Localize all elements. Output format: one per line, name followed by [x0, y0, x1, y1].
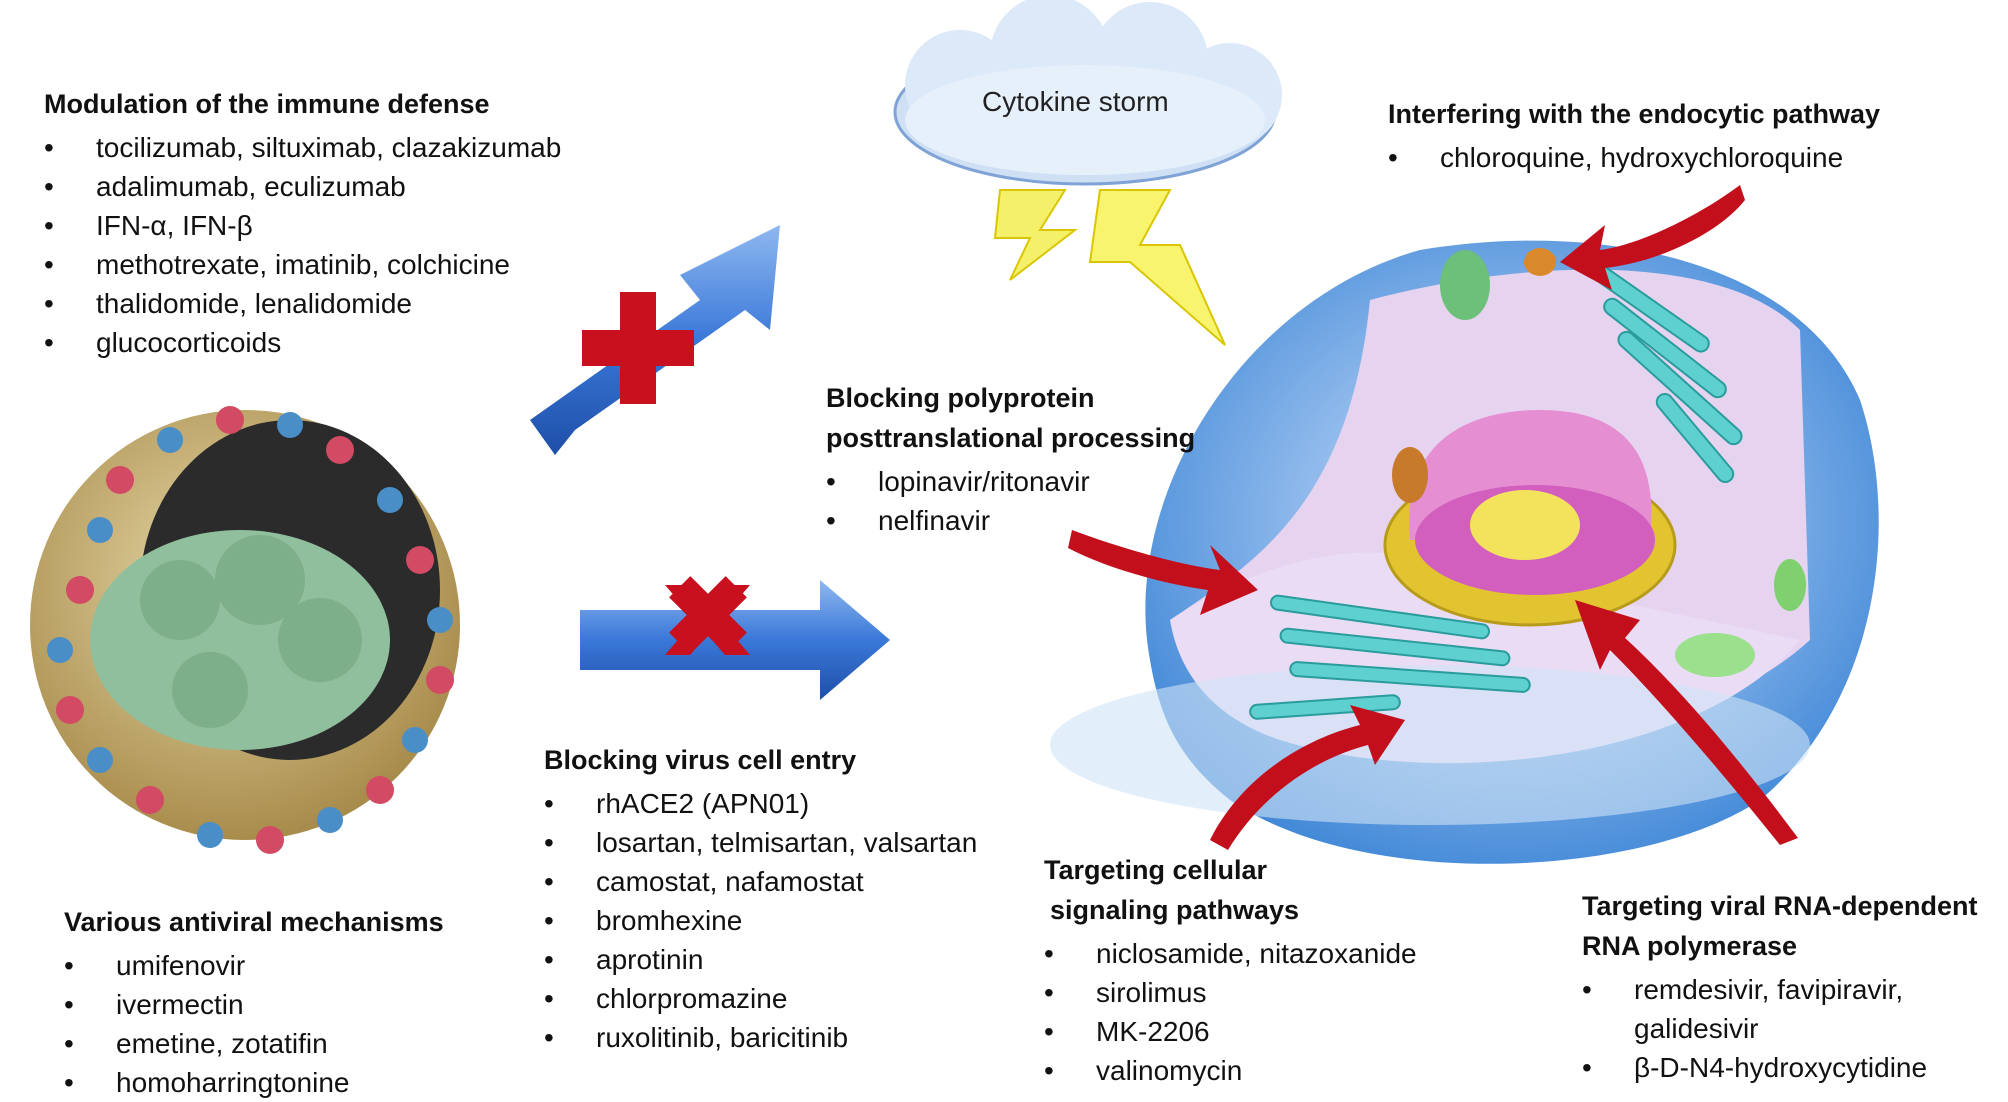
lightning-icon: [993, 189, 1226, 346]
list-item: chlorpromazine: [544, 979, 977, 1018]
list-item: umifenovir: [64, 946, 444, 985]
list-item: camostat, nafamostat: [544, 862, 977, 901]
polyprotein-title-line1: Blocking polyprotein: [826, 383, 1095, 413]
endocytic-block: Interfering with the endocytic pathway c…: [1388, 94, 1880, 177]
red-arrow-icon: [1068, 530, 1258, 615]
rdrp-title: Targeting viral RNA-dependent RNA polyme…: [1582, 886, 2002, 966]
list-item: IFN-α, IFN-β: [44, 206, 561, 245]
rdrp-title-line1: Targeting viral RNA-dependent: [1582, 891, 1978, 921]
red-plus-icon: [582, 292, 694, 404]
polyprotein-title-line2: posttranslational processing: [826, 423, 1196, 453]
list-item: sirolimus: [1044, 973, 1417, 1012]
signaling-title-line2: signaling pathways: [1050, 895, 1300, 925]
immune-defense-block: Modulation of the immune defense tociliz…: [44, 84, 561, 362]
list-item: bromhexine: [544, 901, 977, 940]
list-item: ruxolitinib, baricitinib: [544, 1018, 977, 1057]
list-item: glucocorticoids: [44, 323, 561, 362]
antiviral-mechanisms-title: Various antiviral mechanisms: [64, 907, 444, 937]
signaling-block: Targeting cellular signaling pathways ni…: [1044, 850, 1417, 1090]
cell-illustration: [1050, 240, 1879, 864]
signaling-title-line1: Targeting cellular: [1044, 855, 1268, 885]
list-item: aprotinin: [544, 940, 977, 979]
red-x-icon: [665, 576, 750, 655]
red-arrow-icon: [1560, 185, 1745, 290]
rdrp-title-line2: RNA polymerase: [1582, 931, 1798, 961]
list-item: ivermectin: [64, 985, 444, 1024]
list-item: thalidomide, lenalidomide: [44, 284, 561, 323]
endocytic-title: Interfering with the endocytic pathway: [1388, 99, 1881, 129]
list-item: lopinavir/ritonavir: [826, 462, 1195, 501]
red-arrow-icon: [1575, 600, 1798, 845]
virus-illustration: [30, 406, 460, 854]
list-item: losartan, telmisartan, valsartan: [544, 823, 977, 862]
signaling-title: Targeting cellular signaling pathways: [1044, 850, 1417, 930]
list-item: nelfinavir: [826, 501, 1195, 540]
list-item: MK-2206: [1044, 1012, 1417, 1051]
list-item: rhACE2 (APN01): [544, 784, 977, 823]
list-item: homoharringtonine: [64, 1063, 444, 1102]
list-item: remdesivir, favipiravir, galidesivir: [1582, 970, 1934, 1048]
polyprotein-title: Blocking polyprotein posttranslational p…: [826, 378, 1195, 458]
list-item: β-D-N4-hydroxycytidine: [1582, 1048, 2002, 1087]
immune-defense-title: Modulation of the immune defense: [44, 89, 490, 119]
red-arrow-icon: [1210, 705, 1405, 850]
cytokine-storm-cloud: [893, 0, 1282, 186]
polyprotein-block: Blocking polyprotein posttranslational p…: [826, 378, 1195, 540]
list-item: niclosamide, nitazoxanide: [1044, 934, 1417, 973]
virus-entry-title: Blocking virus cell entry: [544, 745, 857, 775]
list-item: methotrexate, imatinib, colchicine: [44, 245, 561, 284]
list-item: valinomycin: [1044, 1051, 1417, 1090]
list-item: adalimumab, eculizumab: [44, 167, 561, 206]
antiviral-mechanisms-block: Various antiviral mechanisms umifenovir …: [64, 902, 444, 1102]
virus-entry-block: Blocking virus cell entry rhACE2 (APN01)…: [544, 740, 977, 1057]
list-item: chloroquine, hydroxychloroquine: [1388, 138, 1880, 177]
list-item: emetine, zotatifin: [64, 1024, 444, 1063]
list-item: tocilizumab, siltuximab, clazakizumab: [44, 128, 561, 167]
cytokine-storm-label: Cytokine storm: [982, 86, 1169, 117]
rdrp-block: Targeting viral RNA-dependent RNA polyme…: [1582, 886, 2002, 1087]
